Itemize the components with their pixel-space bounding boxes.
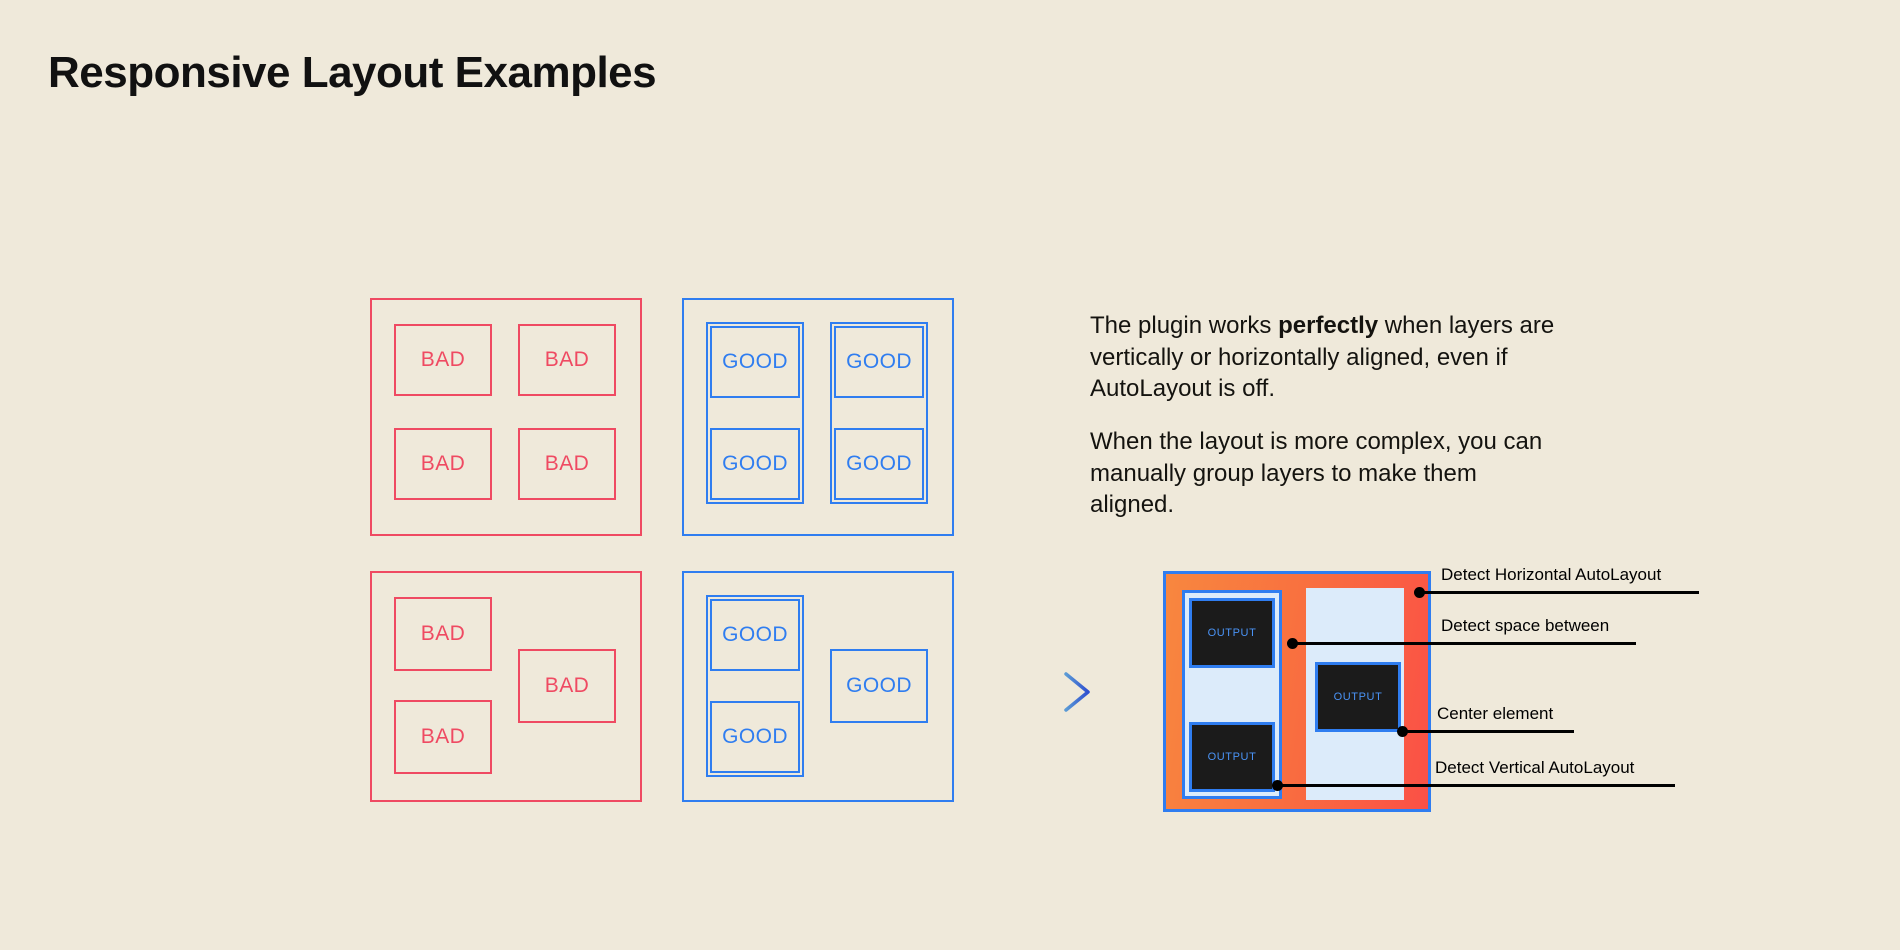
example-panel-bad-complex: BAD BAD BAD — [370, 571, 642, 802]
cell-label: GOOD — [722, 725, 788, 748]
annotated-mock-frame: OUTPUT OUTPUT OUTPUT — [1163, 571, 1431, 812]
layer-group-right — [830, 322, 928, 504]
annotation-label: Detect Vertical AutoLayout — [1435, 758, 1635, 777]
annotation-line — [1419, 591, 1699, 594]
example-cell-bad: BAD — [518, 649, 616, 723]
cell-label: BAD — [420, 725, 466, 748]
paragraph-text-before: The plugin works — [1090, 312, 1279, 339]
paragraph-complex-layout: When the layout is more complex, you can… — [1090, 428, 1543, 519]
mock-output-box: OUTPUT — [1189, 598, 1275, 668]
example-cell-good: GOOD — [710, 701, 800, 773]
output-label: OUTPUT — [1207, 627, 1257, 639]
example-cell-bad: BAD — [518, 428, 616, 500]
cell-label: BAD — [420, 348, 466, 371]
cell-label: BAD — [420, 622, 466, 645]
annotation-line — [1277, 784, 1675, 787]
cell-label: GOOD — [722, 350, 788, 373]
paragraph-text-after: when layers are vertically or horizontal… — [1090, 312, 1555, 403]
cell-label: GOOD — [722, 452, 788, 475]
example-cell-good: GOOD — [710, 428, 800, 500]
output-label: OUTPUT — [1333, 691, 1383, 703]
cell-label: BAD — [544, 452, 590, 475]
output-label: OUTPUT — [1207, 751, 1257, 763]
example-panel-good-complex: GOOD GOOD GOOD — [682, 571, 954, 802]
cell-label: GOOD — [846, 350, 912, 373]
mock-output-box: OUTPUT — [1189, 722, 1275, 792]
annotation-label: Center element — [1437, 704, 1554, 723]
example-cell-bad: BAD — [394, 324, 492, 396]
layer-group-left — [706, 595, 804, 777]
example-panel-good-grid: GOOD GOOD GOOD GOOD — [682, 298, 954, 536]
example-cell-good: GOOD — [834, 428, 924, 500]
mock-output-box: OUTPUT — [1315, 662, 1401, 732]
example-cell-bad: BAD — [394, 597, 492, 671]
mock-inner: OUTPUT OUTPUT OUTPUT — [1166, 574, 1428, 809]
example-cell-good: GOOD — [834, 326, 924, 398]
cell-label: BAD — [544, 674, 590, 697]
example-cell-good: GOOD — [710, 326, 800, 398]
mock-layer-group — [1182, 590, 1282, 799]
example-panel-bad-grid: BAD BAD BAD BAD — [370, 298, 642, 536]
example-cell-bad: BAD — [518, 324, 616, 396]
example-cell-bad: BAD — [394, 428, 492, 500]
paragraph-text-bold: perfectly — [1278, 312, 1379, 339]
page-title: Responsive Layout Examples — [48, 48, 657, 97]
flow-arrow-icon — [1012, 672, 1092, 712]
annotation-line — [1292, 642, 1636, 645]
annotation-line — [1402, 730, 1574, 733]
cell-label: GOOD — [722, 623, 788, 646]
cell-label: BAD — [544, 348, 590, 371]
example-cell-good: GOOD — [830, 649, 928, 723]
layer-group-left — [706, 322, 804, 504]
annotation-label: Detect Horizontal AutoLayout — [1441, 565, 1662, 584]
annotation-label: Detect space between — [1441, 616, 1610, 635]
cell-label: GOOD — [846, 674, 912, 697]
cell-label: GOOD — [846, 452, 912, 475]
example-cell-good: GOOD — [710, 599, 800, 671]
cell-label: BAD — [420, 452, 466, 475]
paragraph-plugin-works: The plugin works perfectly when layers a… — [1090, 310, 1560, 405]
example-cell-bad: BAD — [394, 700, 492, 774]
